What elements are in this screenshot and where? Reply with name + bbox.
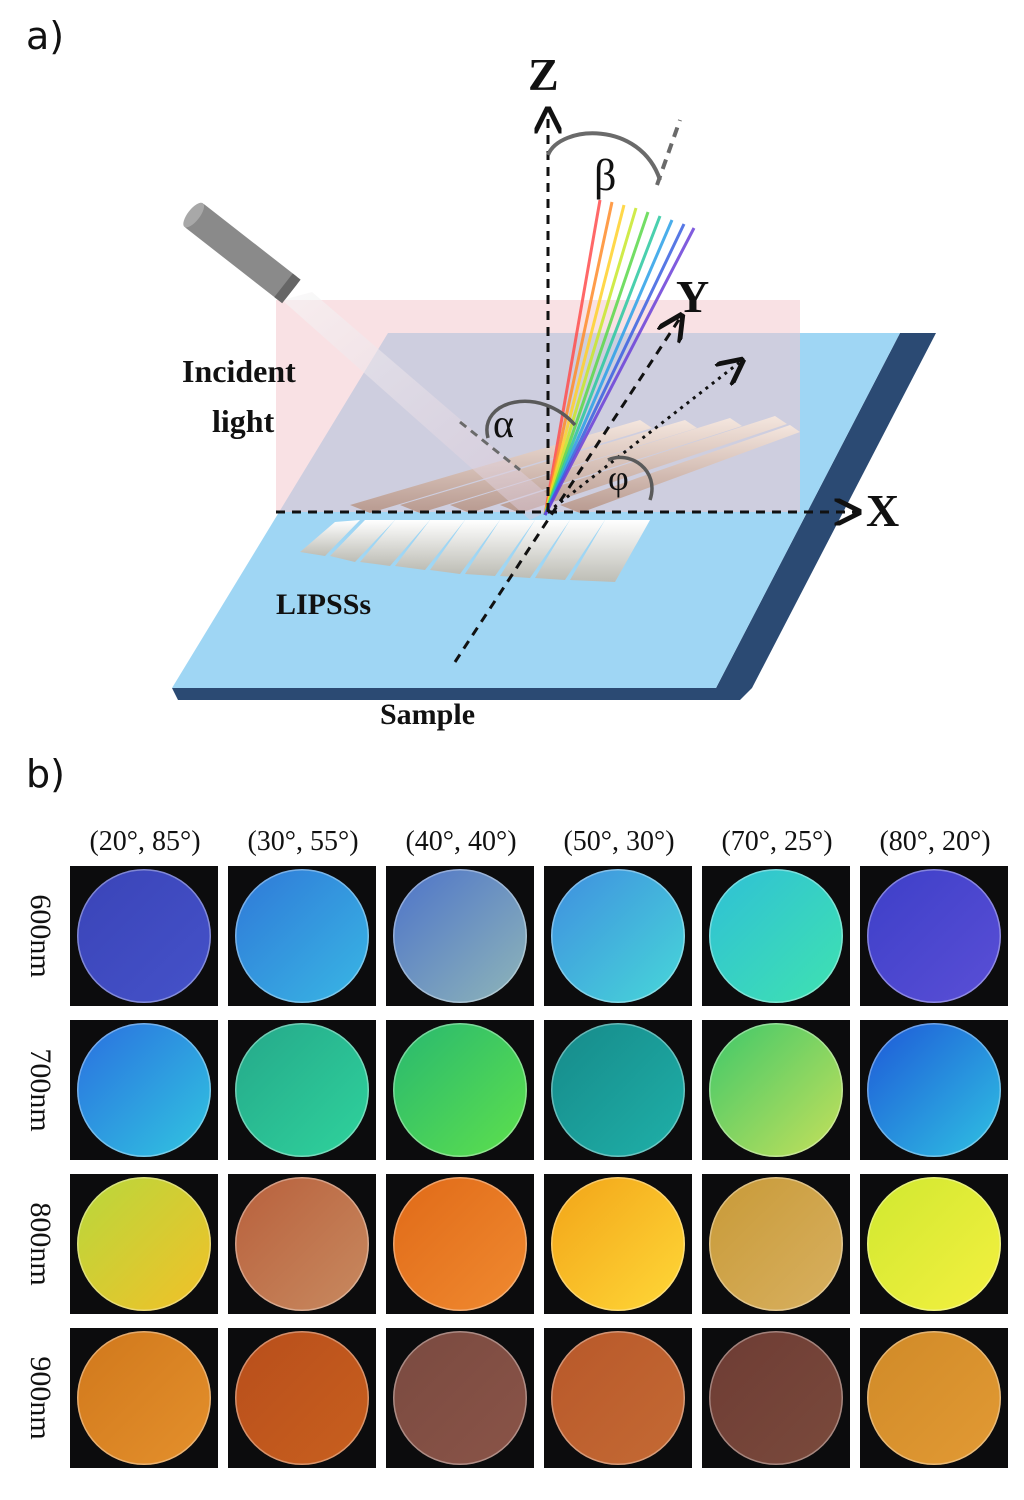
- sample-photo: [228, 866, 376, 1006]
- alpha-label: α: [493, 401, 514, 446]
- sample-disk: [393, 869, 527, 1003]
- sample-disk: [867, 1023, 1001, 1157]
- sample-photo: [860, 866, 1008, 1006]
- row-label-container: 700nm: [20, 1020, 60, 1160]
- sample-photo: [228, 1020, 376, 1160]
- column-header: (70°, 25°): [702, 826, 852, 858]
- lipss-label: LIPSSs: [276, 588, 371, 621]
- sample-photo: [70, 1020, 218, 1160]
- x-axis-label: X: [866, 485, 899, 536]
- incident-light-label-line1: Incident: [182, 353, 296, 389]
- column-header: (80°, 20°): [860, 826, 1010, 858]
- sample-photo: [228, 1328, 376, 1468]
- incident-light-label-line2: light: [212, 403, 275, 439]
- sample-disk: [709, 1023, 843, 1157]
- sample-photo: [702, 1174, 850, 1314]
- sample-photo: [702, 1020, 850, 1160]
- sample-photo: [386, 1020, 534, 1160]
- sample-photo: [544, 1328, 692, 1468]
- y-axis-label: Y: [676, 271, 709, 322]
- sample-disk: [709, 1331, 843, 1465]
- sample-photo: [70, 1174, 218, 1314]
- sample-disk: [235, 1177, 369, 1311]
- column-header: (50°, 30°): [544, 826, 694, 858]
- sample-photo: [544, 866, 692, 1006]
- sample-disk: [867, 869, 1001, 1003]
- beta-label: β: [594, 151, 616, 200]
- column-header: (40°, 40°): [386, 826, 536, 858]
- row-label-container: 900nm: [20, 1328, 60, 1468]
- row-label: 700nm: [23, 1048, 57, 1131]
- sample-photo: [702, 866, 850, 1006]
- sample-disk: [867, 1331, 1001, 1465]
- sample-disk: [709, 1177, 843, 1311]
- sample-disk: [551, 1177, 685, 1311]
- sample-label: Sample: [380, 698, 475, 731]
- sample-disk: [235, 869, 369, 1003]
- phi-label: φ: [608, 458, 629, 498]
- sample-photo: [386, 1328, 534, 1468]
- sample-disk: [393, 1177, 527, 1311]
- beta-reference-line: [657, 120, 680, 185]
- sample-disk: [77, 1331, 211, 1465]
- light-source-icon: [180, 200, 301, 304]
- sample-disk: [867, 1177, 1001, 1311]
- sample-disk: [709, 869, 843, 1003]
- row-label: 600nm: [23, 894, 57, 977]
- sample-photo: [860, 1020, 1008, 1160]
- sample-photo: [860, 1328, 1008, 1468]
- row-label-container: 600nm: [20, 866, 60, 1006]
- sample-disk: [551, 1331, 685, 1465]
- sample-disk: [235, 1023, 369, 1157]
- sample-photo: [70, 866, 218, 1006]
- sample-disk: [393, 1023, 527, 1157]
- column-header: (30°, 55°): [228, 826, 378, 858]
- sample-photo: [228, 1174, 376, 1314]
- sample-photo: [386, 1174, 534, 1314]
- sample-photo: [544, 1174, 692, 1314]
- sample-photo: [702, 1328, 850, 1468]
- sample-disk: [393, 1331, 527, 1465]
- sample-disk: [77, 1177, 211, 1311]
- sample-disk: [551, 869, 685, 1003]
- sample-photo: [386, 866, 534, 1006]
- sample-disk: [551, 1023, 685, 1157]
- sample-photo: [70, 1328, 218, 1468]
- row-label-container: 800nm: [20, 1174, 60, 1314]
- row-label: 900nm: [23, 1356, 57, 1439]
- row-label: 800nm: [23, 1202, 57, 1285]
- sample-disk: [77, 1023, 211, 1157]
- panel-b-label: b): [26, 752, 65, 796]
- sample-photo: [860, 1174, 1008, 1314]
- lipss-geometry-diagram: Z Y X β α φ Incident light LIPSSs Sample: [0, 0, 1024, 760]
- sample-photo: [544, 1020, 692, 1160]
- column-header: (20°, 85°): [70, 826, 220, 858]
- sample-disk: [77, 869, 211, 1003]
- z-axis-label: Z: [528, 49, 559, 100]
- sample-disk: [235, 1331, 369, 1465]
